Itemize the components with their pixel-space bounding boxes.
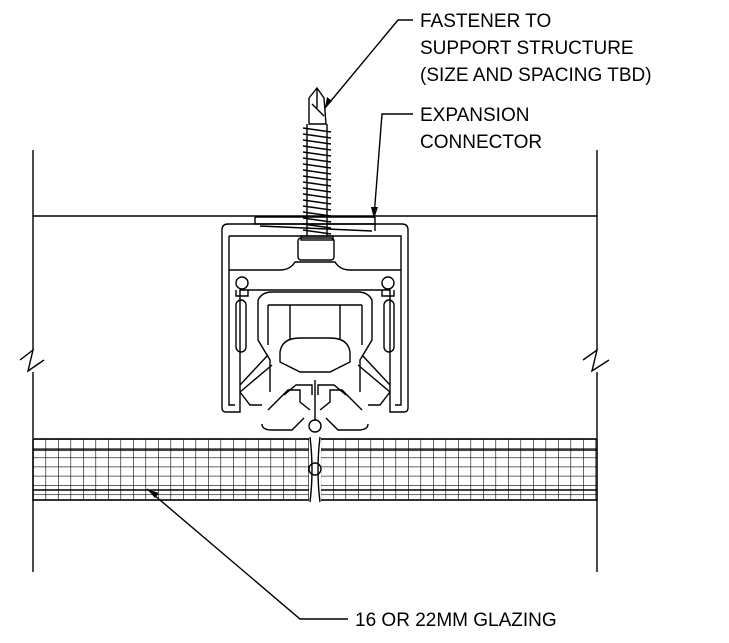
leader-lines <box>146 19 413 620</box>
expansion-connector-profile <box>221 216 409 476</box>
fastener-label-line2: SUPPORT STRUCTURE <box>420 38 634 59</box>
glazing-panel <box>32 436 598 503</box>
connector-label-line2: CONNECTOR <box>420 132 542 153</box>
fastener-label: FASTENER TO SUPPORT STRUCTURE (SIZE AND … <box>420 11 652 86</box>
fastener-screw <box>300 86 334 241</box>
fastener-label-line3: (SIZE AND SPACING TBD) <box>420 65 652 86</box>
glazing-label: 16 OR 22MM GLAZING <box>355 610 557 631</box>
fastener-label-line1: FASTENER TO <box>420 11 551 32</box>
glazing-label-line1: 16 OR 22MM GLAZING <box>355 610 557 631</box>
break-symbol-right <box>582 348 610 373</box>
support-structure <box>32 150 598 572</box>
connector-label: EXPANSION CONNECTOR <box>420 105 542 153</box>
leader-arrowheads <box>147 97 378 498</box>
connector-label-line1: EXPANSION <box>420 105 529 126</box>
break-symbol-left <box>19 348 45 373</box>
